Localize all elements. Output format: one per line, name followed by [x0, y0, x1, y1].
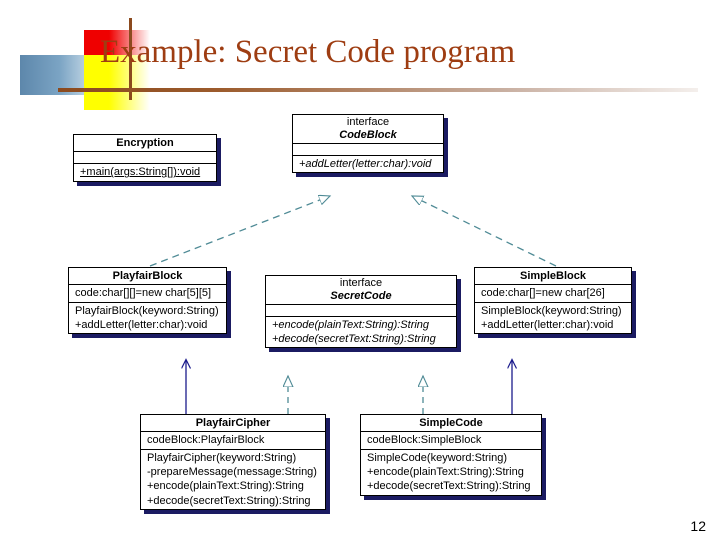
page-number: 12	[690, 518, 706, 534]
class-box-codeblock[interactable]: interface CodeBlock +addLetter(letter:ch…	[292, 114, 444, 173]
stereotype-label: interface	[346, 116, 390, 128]
class-attributes-codeblock	[293, 144, 443, 156]
class-box-simpleblock[interactable]: SimpleBlock code:char[]=new char[26] Sim…	[474, 267, 632, 335]
class-attributes-encryption	[74, 152, 216, 165]
class-attributes-simpleblock: code:char[]=new char[26]	[475, 285, 631, 303]
class-box-playfaircipher[interactable]: PlayfairCipher codeBlock:PlayfairBlock P…	[140, 414, 326, 510]
decoration-vertical-rule	[129, 18, 132, 100]
class-box-encryption[interactable]: Encryption +main(args:String[]):void	[73, 134, 217, 182]
class-name-playfaircipher: PlayfairCipher	[141, 415, 325, 433]
class-methods-playfaircipher: PlayfairCipher(keyword:String) -prepareM…	[141, 450, 325, 509]
method-row: SimpleBlock(keyword:String)	[481, 304, 622, 317]
decoration-horizontal-rule	[58, 88, 698, 92]
method-row: +encode(plainText:String):String	[272, 318, 430, 331]
class-methods-secretcode: +encode(plainText:String):String +decode…	[266, 317, 456, 348]
class-methods-encryption: +main(args:String[]):void	[74, 164, 216, 180]
page-title: Example: Secret Code program	[100, 34, 516, 70]
attribute-row: code:char[][]=new char[5][5]	[75, 287, 212, 300]
class-box-secretcode[interactable]: interface SecretCode +encode(plainText:S…	[265, 275, 457, 349]
class-box-playfairblock[interactable]: PlayfairBlock code:char[][]=new char[5][…	[68, 267, 227, 335]
attribute-row: code:char[]=new char[26]	[481, 287, 605, 300]
title-decoration	[0, 0, 200, 115]
class-attributes-playfaircipher: codeBlock:PlayfairBlock	[141, 432, 325, 450]
attribute-row: codeBlock:SimpleBlock	[367, 434, 482, 447]
class-name-codeblock: CodeBlock	[339, 129, 397, 142]
stereotype-label: interface	[339, 277, 383, 289]
class-name-simplecode: SimpleCode	[361, 415, 541, 433]
method-row: +main(args:String[]):void	[80, 166, 201, 179]
method-row: -prepareMessage(message:String)	[147, 465, 317, 478]
decoration-yellow-square	[84, 55, 150, 110]
method-row: +addLetter(letter:char):void	[299, 157, 432, 170]
method-row: PlayfairCipher(keyword:String)	[147, 451, 297, 464]
realization-simpleblock-codeblock	[412, 195, 557, 267]
method-row: SimpleCode(keyword:String)	[367, 451, 507, 464]
attribute-row: codeBlock:PlayfairBlock	[147, 434, 265, 447]
method-row: +decode(secretText:String):String	[367, 480, 531, 493]
class-methods-simpleblock: SimpleBlock(keyword:String) +addLetter(l…	[475, 303, 631, 334]
class-header-secretcode: interface SecretCode	[266, 276, 456, 305]
class-attributes-playfairblock: code:char[][]=new char[5][5]	[69, 285, 226, 303]
method-row: +addLetter(letter:char):void	[481, 318, 614, 331]
class-methods-simplecode: SimpleCode(keyword:String) +encode(plain…	[361, 450, 541, 495]
class-name-encryption: Encryption	[74, 135, 216, 153]
class-header-codeblock: interface CodeBlock	[293, 115, 443, 144]
class-name-secretcode: SecretCode	[330, 290, 392, 303]
method-row: +encode(plainText:String):String	[147, 480, 304, 493]
class-methods-playfairblock: PlayfairBlock(keyword:String) +addLetter…	[69, 303, 226, 334]
class-methods-codeblock: +addLetter(letter:char):void	[293, 156, 443, 172]
class-attributes-simplecode: codeBlock:SimpleBlock	[361, 432, 541, 450]
method-row: +addLetter(letter:char):void	[75, 318, 208, 331]
method-row: +decode(secretText:String):String	[272, 332, 436, 345]
class-name-playfairblock: PlayfairBlock	[69, 268, 226, 286]
realization-playfairblock-codeblock	[149, 196, 330, 267]
method-row: +encode(plainText:String):String	[367, 465, 524, 478]
class-box-simplecode[interactable]: SimpleCode codeBlock:SimpleBlock SimpleC…	[360, 414, 542, 496]
method-row: PlayfairBlock(keyword:String)	[75, 304, 219, 317]
method-row: +decode(secretText:String):String	[147, 494, 311, 507]
class-name-simpleblock: SimpleBlock	[475, 268, 631, 286]
class-attributes-secretcode	[266, 305, 456, 317]
